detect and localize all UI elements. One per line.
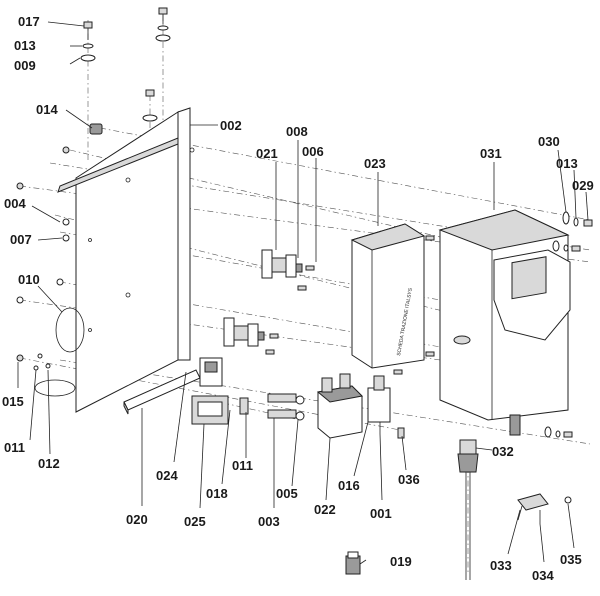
- mounting-plate: [57, 107, 195, 413]
- callout-031: 031: [480, 146, 502, 161]
- traction-board-box: SCHEDA TRAZIONE ITALSYS: [350, 223, 426, 369]
- callout-035: 035: [560, 552, 582, 567]
- callout-029: 029: [572, 178, 594, 193]
- callout-010: 010: [18, 272, 40, 287]
- callout-013-right: 013: [556, 156, 578, 171]
- cable-bracket: [517, 493, 572, 524]
- callout-022: 022: [314, 502, 336, 517]
- callout-033: 033: [490, 558, 512, 573]
- callout-014: 014: [36, 102, 58, 117]
- left-fasteners: [16, 146, 70, 371]
- contactor: [316, 373, 364, 439]
- callout-036: 036: [398, 472, 420, 487]
- callout-008: 008: [286, 124, 308, 139]
- callout-007: 007: [10, 232, 32, 247]
- upper-relay-bracket: [261, 249, 303, 279]
- top-fasteners: [80, 7, 171, 135]
- callout-013: 013: [14, 38, 36, 53]
- control-box-housing: [438, 209, 571, 436]
- callout-034: 034: [532, 568, 554, 583]
- callout-023: 023: [364, 156, 386, 171]
- leader-lines: [17, 21, 589, 565]
- callout-004: 004: [4, 196, 26, 211]
- loose-connector: [345, 551, 361, 575]
- callout-011-left: 011: [4, 440, 25, 455]
- right-fasteners: [544, 211, 593, 438]
- callout-017: 017: [18, 14, 40, 29]
- callout-019: 019: [390, 554, 412, 569]
- callout-012: 012: [38, 456, 60, 471]
- callout-015: 015: [2, 394, 24, 409]
- relay-socket: [191, 357, 229, 425]
- wire-loop: [34, 307, 85, 397]
- small-screws: [265, 235, 435, 439]
- spacers: [239, 393, 305, 421]
- callout-006: 006: [302, 144, 324, 159]
- callout-005: 005: [276, 486, 298, 501]
- callout-001: 001: [370, 506, 392, 521]
- middle-relay-bracket: [223, 317, 265, 347]
- callout-021: 021: [256, 146, 278, 161]
- callout-020: 020: [126, 512, 148, 527]
- callout-018: 018: [206, 486, 228, 501]
- callout-labels: 017 013 009 014 002 021 008 006 023 031 …: [2, 14, 594, 583]
- callout-032: 032: [492, 444, 514, 459]
- callout-025: 025: [184, 514, 206, 529]
- fuse-holder: [367, 375, 391, 434]
- callout-016: 016: [338, 478, 360, 493]
- cable-gland: [457, 439, 479, 580]
- callout-024: 024: [156, 468, 178, 483]
- callout-009: 009: [14, 58, 36, 73]
- callout-030: 030: [538, 134, 560, 149]
- callout-003: 003: [258, 514, 280, 529]
- callout-002: 002: [220, 118, 242, 133]
- callout-011-center: 011: [232, 458, 253, 473]
